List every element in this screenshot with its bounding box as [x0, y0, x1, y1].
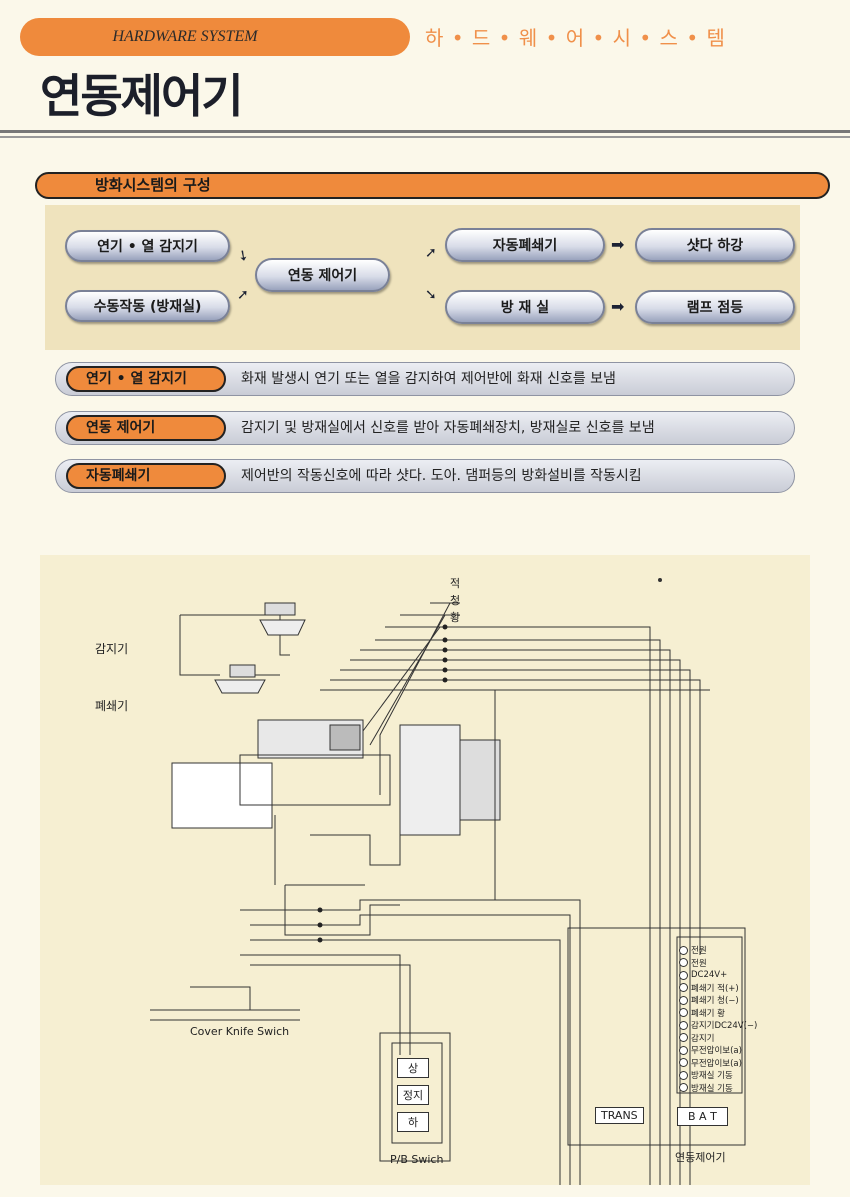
terminal: DC24V+	[679, 970, 727, 981]
terminal: 폐쇄기 적(+)	[679, 983, 739, 994]
arrow-icon: ➚	[237, 287, 249, 303]
terminal: 폐쇄기 황	[679, 1008, 725, 1019]
wiring-lines	[150, 578, 746, 1185]
flow-controller: 연동 제어기	[255, 258, 390, 292]
terminal: 감지기	[679, 1033, 714, 1044]
arrow-right-icon: ➡	[611, 297, 625, 316]
terminal-label: 폐쇄기 청(−)	[691, 996, 739, 1007]
arrow-icon: ➚	[425, 245, 437, 261]
detector-label: 감지기	[95, 642, 129, 656]
flow-output-control-room: 방 재 실	[445, 290, 605, 324]
terminal-screw-icon	[679, 1058, 688, 1068]
terminal-label: 무전압이보(a)	[691, 1046, 742, 1057]
pb-switch-box	[379, 1032, 451, 1162]
pb-switch-label: P/B Swich	[390, 1153, 444, 1166]
terminal-screw-icon	[679, 1045, 688, 1055]
divider	[0, 130, 850, 133]
detector-icon	[264, 602, 296, 616]
pb-button-stop: 정지	[397, 1085, 429, 1105]
terminal: 감지기DC24V(−)	[679, 1020, 757, 1031]
terminal-screw-icon	[679, 983, 688, 993]
hardware-system-badge: HARDWARE SYSTEM	[20, 18, 410, 56]
page-title: 연동제어기	[40, 69, 244, 123]
flow-result-shutter: 샷다 하강	[635, 228, 795, 262]
terminal-label: 감지기	[691, 1033, 715, 1044]
description-text: 화재 발생시 연기 또는 열을 감지하여 제어반에 화재 신호를 보냄	[241, 371, 616, 387]
terminal-label: DC24V+	[691, 970, 728, 981]
description-label: 연기 • 열 감지기	[66, 366, 226, 392]
flow-output-closer: 자동폐쇄기	[445, 228, 605, 262]
terminal: 무전압이보(a)	[679, 1058, 742, 1069]
description-text: 제어반의 작동신호에 따라 샷다. 도아. 댐퍼등의 방화설비를 작동시킴	[241, 468, 642, 484]
closer-label: 폐쇄기	[95, 699, 129, 713]
hardware-system-korean: 하 • 드 • 웨 • 어 • 시 • 스 • 템	[425, 26, 726, 50]
battery-box: B A T	[677, 1107, 728, 1126]
controller-label: 연동제어기	[675, 1151, 726, 1164]
description-label: 연동 제어기	[66, 415, 226, 441]
terminal-screw-icon	[679, 1083, 688, 1093]
description-row: 연동 제어기 감지기 및 방재실에서 신호를 받아 자동폐쇄장치, 방재실로 신호…	[55, 411, 795, 445]
terminal: 전원	[679, 958, 707, 969]
terminal: 방재실 기동	[679, 1070, 733, 1081]
terminal-label: 방재실 기동	[691, 1083, 733, 1094]
terminal-label: 폐쇄기 황	[691, 1008, 725, 1019]
description-label: 자동폐쇄기	[66, 463, 226, 489]
flow-diagram: 연기 • 열 감지기 수동작동 (방재실) ➘ ➚ 연동 제어기 ➚ ➘ 자동폐…	[45, 205, 800, 350]
arrow-icon: ➘	[425, 287, 437, 303]
terminal-screw-icon	[679, 1008, 688, 1018]
controller-box	[567, 927, 746, 1146]
terminal: 전원	[679, 945, 707, 956]
terminal-label: 전원	[691, 946, 707, 957]
description-text: 감지기 및 방재실에서 신호를 받아 자동폐쇄장치, 방재실로 신호를 보냄	[241, 420, 655, 436]
terminal-screw-icon	[679, 995, 688, 1005]
pb-button-down: 하	[397, 1112, 429, 1132]
description-row: 연기 • 열 감지기 화재 발생시 연기 또는 열을 감지하여 제어반에 화재 신…	[55, 362, 795, 396]
arrow-icon: ➘	[233, 246, 253, 266]
terminal-screw-icon	[679, 1070, 688, 1080]
terminal: 방재실 기동	[679, 1083, 733, 1094]
wire-label-yellow: 황	[450, 611, 461, 624]
terminal-label: 폐쇄기 적(+)	[691, 983, 739, 994]
terminal-screw-icon	[679, 958, 688, 968]
detector-icon	[229, 664, 256, 678]
arrow-right-icon: ➡	[611, 235, 625, 254]
wire-label-red: 적	[450, 577, 461, 590]
wiring-diagram: 적 청 황 감지기 폐쇄기 Cover Knife Swich 상 정지 하 P…	[40, 555, 810, 1185]
terminal-label: 전원	[691, 958, 707, 969]
section-title: 방화시스템의 구성	[35, 172, 830, 199]
cover-knife-switch-label: Cover Knife Swich	[190, 1025, 290, 1038]
terminal-screw-icon	[679, 970, 688, 980]
flow-result-lamp: 램프 점등	[635, 290, 795, 324]
terminal-label: 감지기DC24V(−)	[691, 1021, 758, 1032]
terminal-label: 방재실 기동	[691, 1071, 733, 1082]
flow-input-detector: 연기 • 열 감지기	[65, 230, 230, 262]
terminal-screw-icon	[679, 1020, 688, 1030]
terminal: 폐쇄기 청(−)	[679, 995, 739, 1006]
terminal-label: 무전압이보(a)	[691, 1058, 742, 1069]
terminal-screw-icon	[679, 1033, 688, 1043]
pb-button-up: 상	[397, 1058, 429, 1078]
flow-input-manual: 수동작동 (방재실)	[65, 290, 230, 322]
terminal-screw-icon	[679, 945, 688, 955]
trans-box: TRANS	[595, 1107, 644, 1124]
terminal: 무전압이보(a)	[679, 1045, 742, 1056]
description-row: 자동폐쇄기 제어반의 작동신호에 따라 샷다. 도아. 댐퍼등의 방화설비를 작동…	[55, 459, 795, 493]
wire-label-blue: 청	[450, 594, 461, 607]
divider	[0, 136, 850, 138]
